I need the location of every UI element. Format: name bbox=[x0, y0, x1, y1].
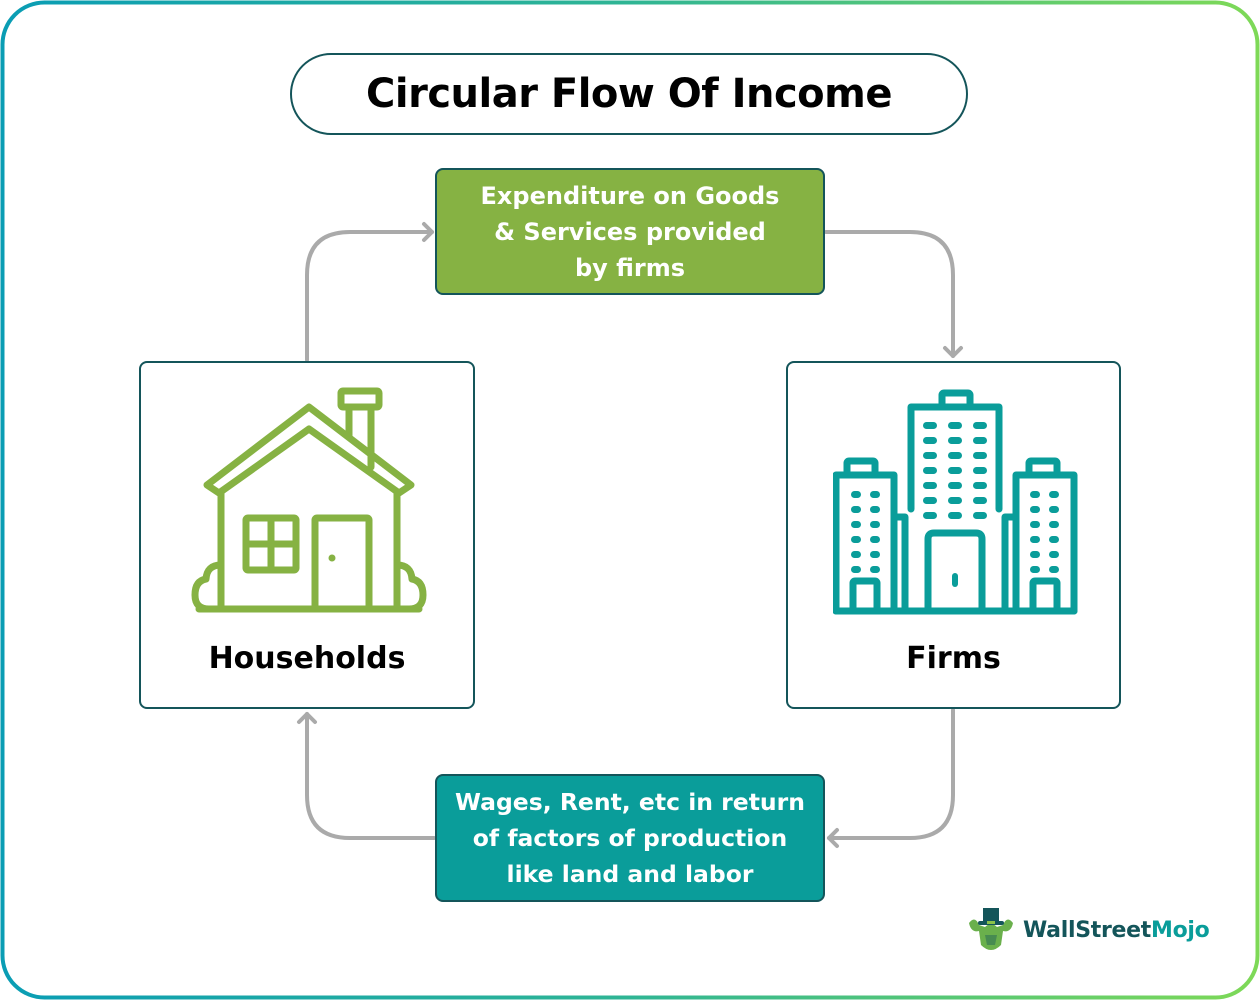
logo-text-wallstreet: WallStreet bbox=[1023, 917, 1151, 943]
households-label: Households bbox=[208, 641, 406, 676]
firms-label: Firms bbox=[906, 641, 1001, 676]
office-buildings-icon bbox=[833, 389, 1078, 615]
firms-card: Firms bbox=[786, 361, 1121, 709]
bull-mascot-icon bbox=[969, 908, 1013, 950]
wallstreetmojo-logo: WallStreetMojo bbox=[965, 905, 1210, 955]
house-icon bbox=[191, 387, 427, 613]
page-title: Circular Flow Of Income bbox=[290, 53, 968, 135]
arrow-households-to-expenditure bbox=[305, 230, 434, 362]
households-card: Households bbox=[139, 361, 475, 709]
arrow-firms-to-wages bbox=[827, 708, 955, 840]
arrow-wages-to-households bbox=[305, 712, 436, 840]
arrow-expenditure-to-firms bbox=[824, 230, 955, 358]
logo-text-mojo: Mojo bbox=[1150, 917, 1210, 943]
wages-flow-box: Wages, Rent, etc in return of factors of… bbox=[435, 774, 825, 902]
expenditure-flow-box: Expenditure on Goods & Services provided… bbox=[435, 168, 825, 295]
